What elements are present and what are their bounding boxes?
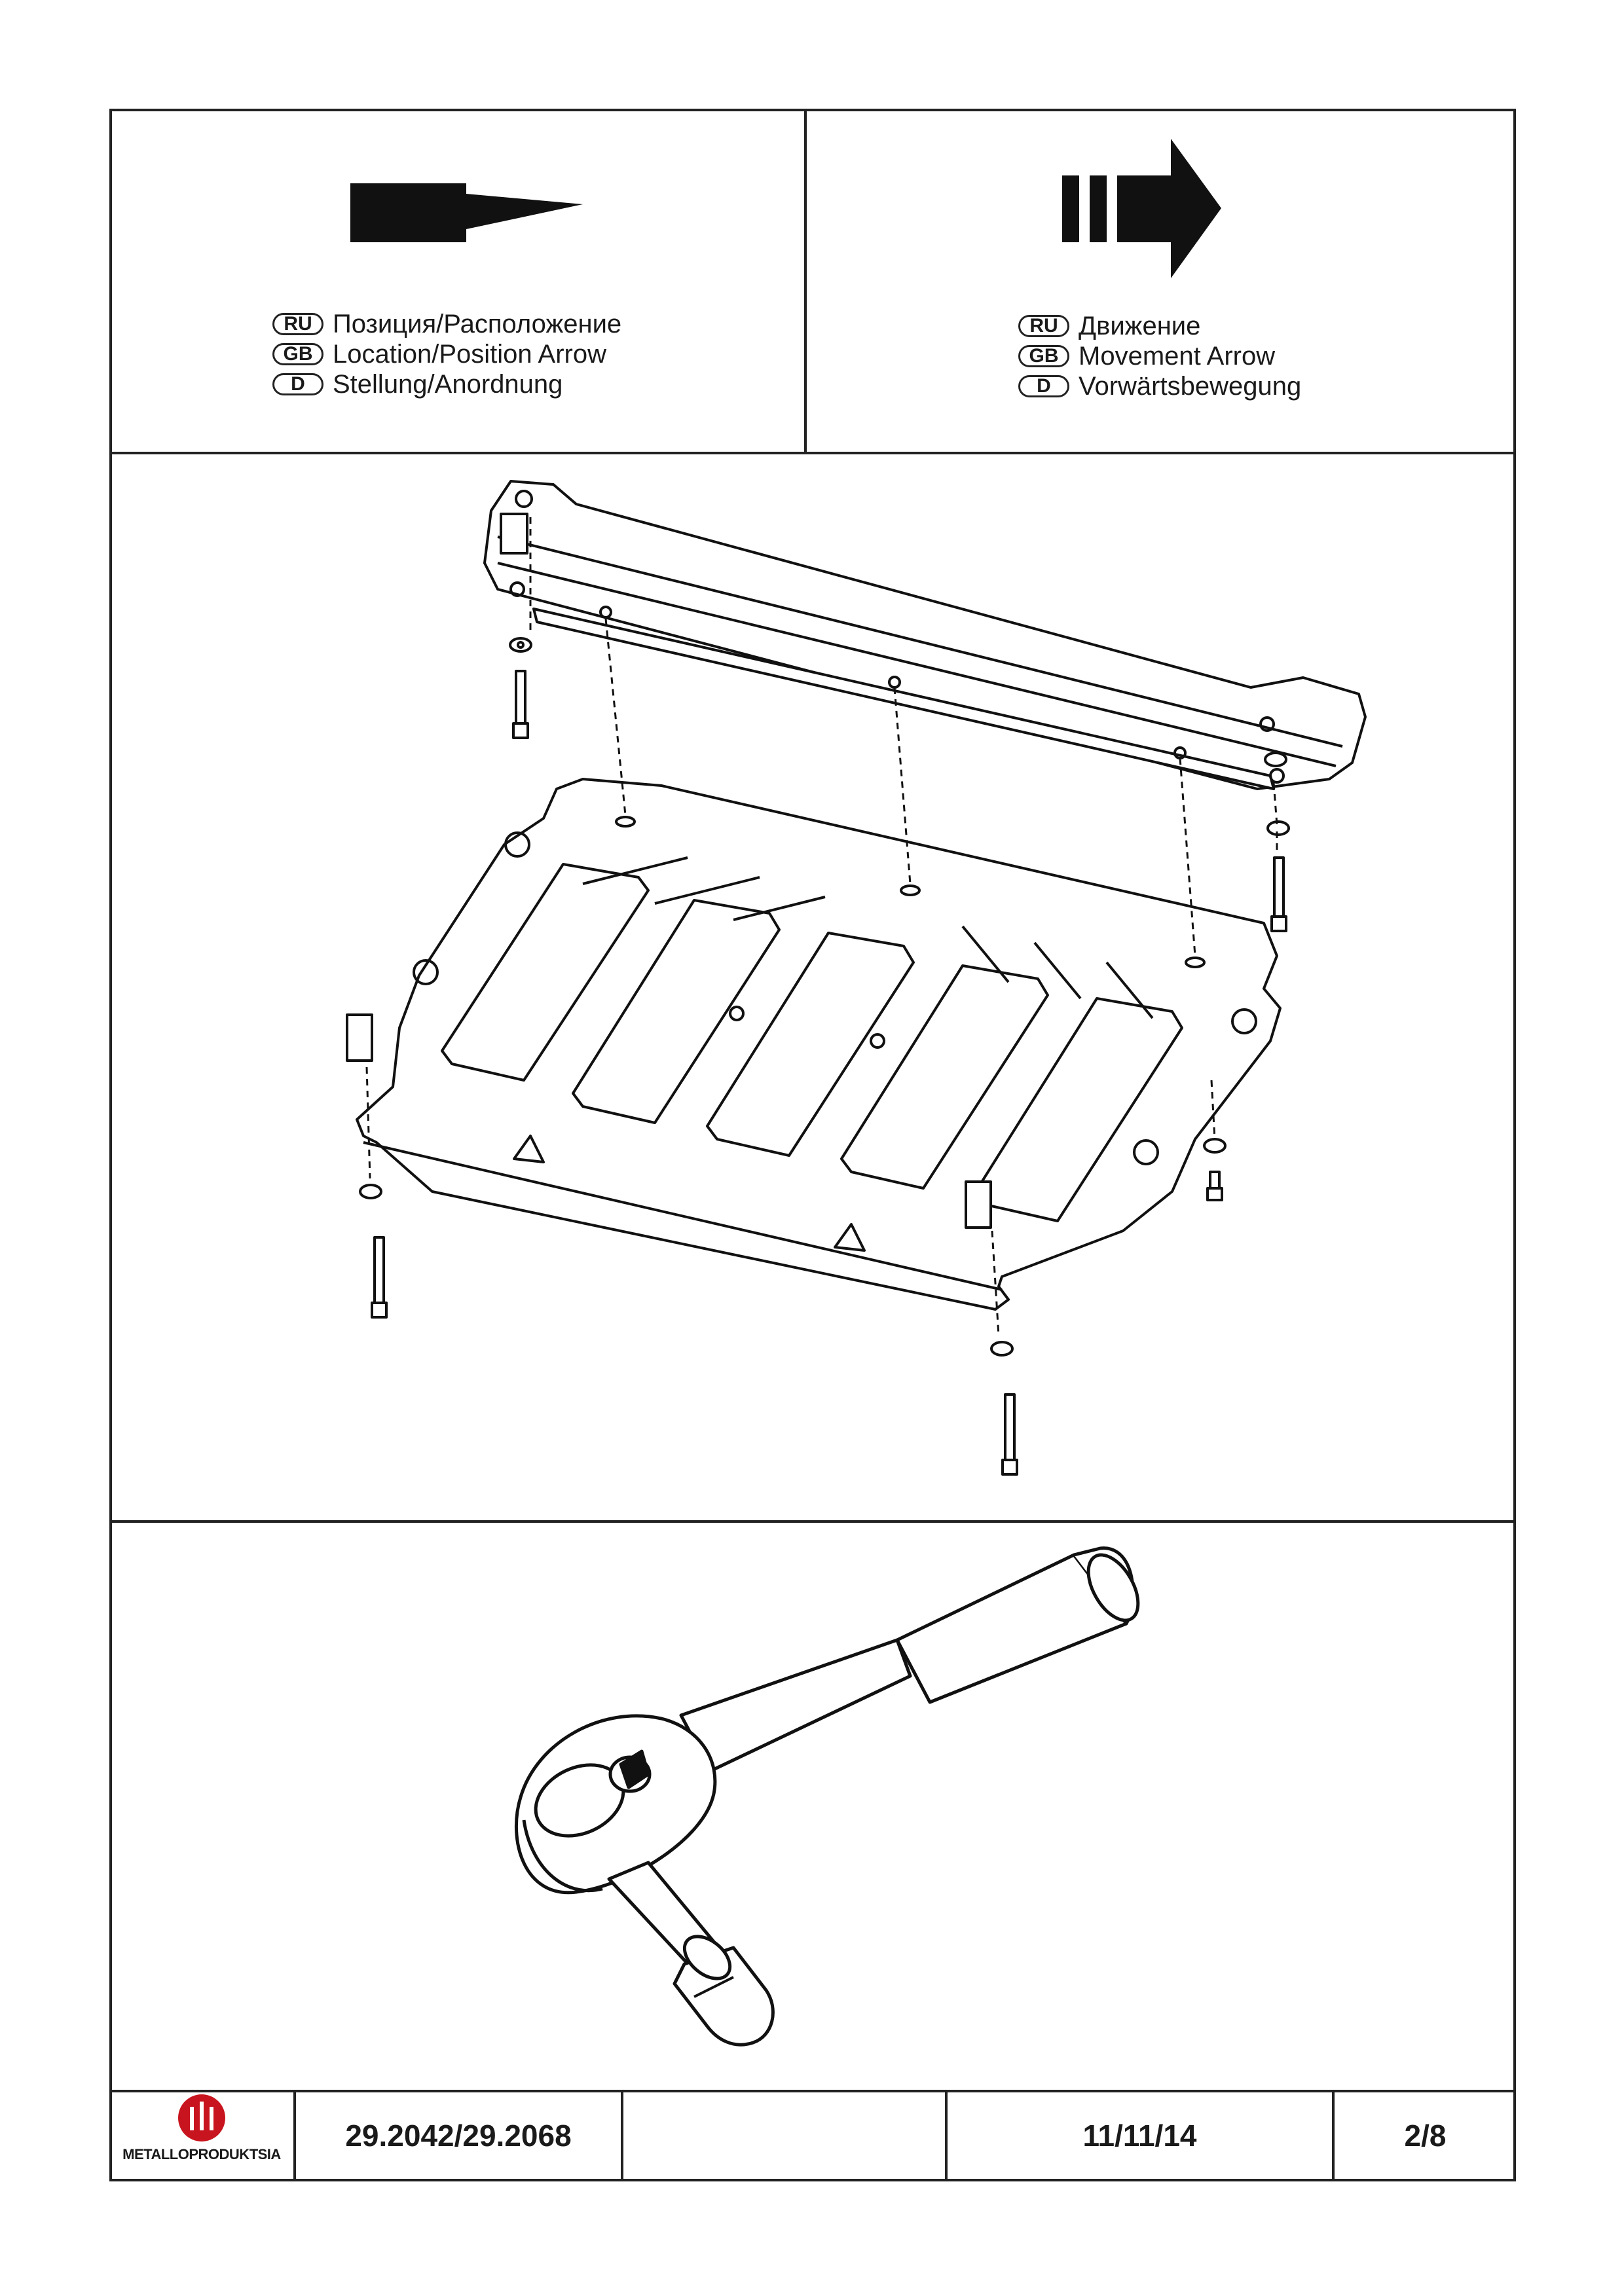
logo-text: METALLOPRODUKTSIA — [122, 2146, 281, 2162]
badge-d: D — [272, 373, 323, 395]
legend-movement-row-gb: GB Movement Arrow — [1018, 341, 1301, 371]
legend-position-row-ru: RU Позиция/Расположение — [272, 309, 621, 339]
bolt-top-left — [509, 637, 532, 739]
legend-position-row-d: D Stellung/Anordnung — [272, 369, 621, 399]
legend-text: Движение — [1079, 312, 1201, 340]
badge-ru: RU — [1018, 315, 1069, 337]
legend-position: RU Позиция/Расположение GB Location/Posi… — [272, 309, 621, 399]
footer-divider-2 — [621, 2090, 623, 2181]
footer-blank-cell — [623, 2092, 945, 2179]
legend-text: Позиция/Расположение — [333, 310, 622, 338]
legend-text: Location/Position Arrow — [333, 340, 607, 369]
footer-divider-3 — [945, 2090, 948, 2181]
divider-top — [109, 452, 1516, 454]
badge-ru: RU — [272, 313, 323, 335]
divider-middle — [109, 1520, 1516, 1523]
badge-gb: GB — [272, 343, 323, 365]
footer-divider-1 — [293, 2090, 296, 2181]
part-number: 29.2042/29.2068 — [345, 2119, 572, 2153]
divider-header-vertical — [804, 109, 807, 453]
bolt-top-right — [1264, 752, 1290, 932]
legend-text: Movement Arrow — [1079, 342, 1276, 371]
legend-text: Vorwärtsbewegung — [1079, 372, 1302, 401]
legend-movement: RU Движение GB Movement Arrow D Vorwärts… — [1018, 311, 1301, 401]
bolt-bottom-left — [359, 1184, 388, 1319]
company-logo-icon — [178, 2094, 225, 2141]
legend-position-row-gb: GB Location/Position Arrow — [272, 339, 621, 369]
badge-gb: GB — [1018, 345, 1069, 367]
page-frame — [109, 109, 1516, 2181]
document-date: 11/11/14 — [1082, 2119, 1197, 2153]
legend-movement-row-d: D Vorwärtsbewegung — [1018, 371, 1301, 401]
movement-arrow-icon — [1062, 139, 1221, 278]
divider-footer — [109, 2090, 1516, 2092]
bolt-side-right — [1203, 1138, 1227, 1201]
position-arrow-icon — [350, 183, 583, 242]
ratchet-wrench-icon — [515, 1546, 1140, 2047]
legend-text: Stellung/Anordnung — [333, 370, 563, 399]
footer-divider-4 — [1332, 2090, 1335, 2181]
legend-movement-row-ru: RU Движение — [1018, 311, 1301, 341]
skid-plate-assembly-diagram — [346, 480, 1367, 1476]
bolt-bottom-right — [990, 1341, 1018, 1476]
page-number: 2/8 — [1404, 2119, 1447, 2153]
badge-d: D — [1018, 375, 1069, 397]
